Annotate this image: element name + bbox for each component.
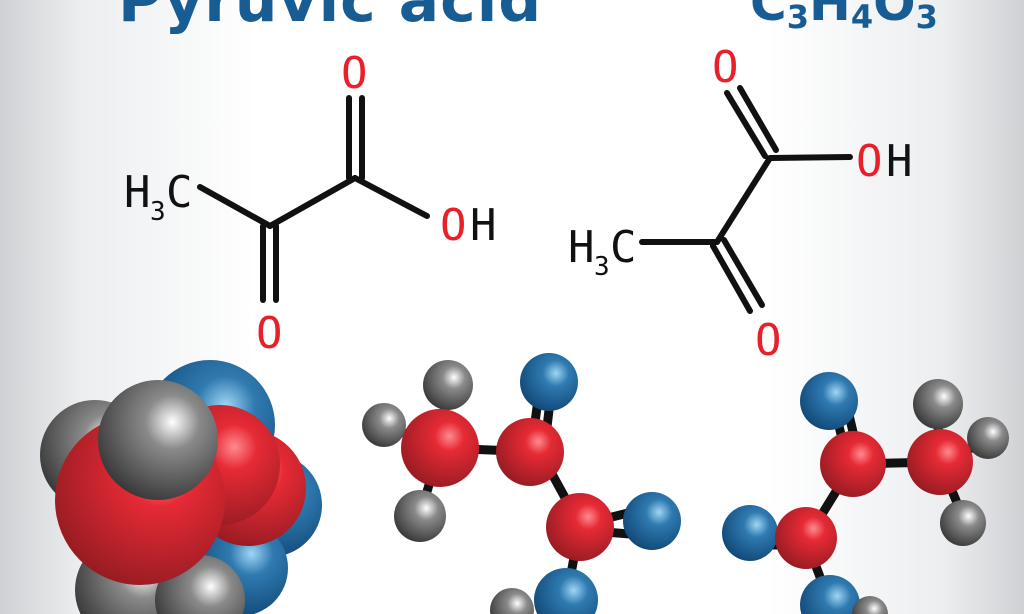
oxygen-label-bottom: O: [256, 308, 283, 359]
hydroxyl-o-label: O: [440, 200, 467, 251]
space-filling-model: [40, 360, 322, 614]
oxygen-label-top: O: [341, 48, 368, 99]
ball-and-stick-model-right: [722, 372, 1009, 614]
methyl-label-c: C: [166, 167, 193, 218]
page-title: Pyruvic acid: [118, 0, 543, 36]
skeletal-formula-left: [197, 95, 430, 303]
svg-text:O: O: [755, 315, 782, 366]
skeletal-formula-right: [639, 85, 853, 314]
svg-text:3: 3: [594, 252, 610, 282]
svg-text:O: O: [856, 136, 883, 187]
hydroxyl-h-label: H: [470, 200, 497, 251]
svg-text:C: C: [610, 222, 637, 273]
ball-and-stick-model-middle: [362, 353, 681, 614]
svg-text:H: H: [568, 222, 595, 273]
skeletal-formula-left-labels: H 3 C O O O H: [124, 48, 497, 359]
svg-text:O: O: [712, 42, 739, 93]
svg-text:H: H: [886, 136, 913, 187]
molecular-formula: C3H4O3: [750, 0, 938, 36]
methyl-label-subscript: 3: [150, 197, 166, 227]
methyl-label-h: H: [124, 167, 151, 218]
skeletal-formula-right-labels: H 3 C O O O H: [568, 42, 913, 366]
